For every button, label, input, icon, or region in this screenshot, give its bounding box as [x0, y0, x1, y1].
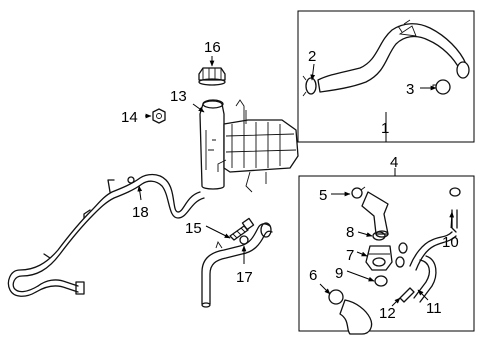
group-box-4 [298, 175, 475, 332]
callout-16: 16 [204, 39, 221, 56]
small-hose-10 [409, 187, 461, 271]
leader-lines [137, 56, 455, 307]
callout-6: 6 [309, 267, 317, 284]
callout-1: 1 [381, 120, 389, 137]
callout-15: 15 [185, 220, 202, 237]
overflow-hose-assembly [7, 173, 205, 297]
callout-17: 17 [236, 269, 253, 286]
inlet-pipe [361, 191, 389, 238]
clip-12 [399, 287, 415, 303]
callout-12: 12 [379, 305, 396, 322]
outlet-hose-6 [328, 289, 373, 335]
callout-11: 11 [426, 300, 442, 317]
callout-3: 3 [406, 81, 414, 98]
small-hose-11 [413, 255, 437, 303]
nut [152, 108, 166, 124]
callout-13: 13 [170, 88, 187, 105]
callout-18: 18 [132, 204, 149, 221]
hose-clamp-2 [302, 75, 317, 97]
bolt [229, 217, 255, 241]
callout-9: 9 [335, 265, 343, 282]
callout-5: 5 [319, 187, 327, 204]
seal-ring-8 [372, 231, 386, 241]
callout-10: 10 [442, 234, 459, 251]
hose-clamp-3 [432, 79, 451, 95]
callout-2: 2 [308, 48, 316, 65]
reservoir-cap [198, 67, 226, 86]
callout-8: 8 [346, 224, 354, 241]
thermostat-housing [365, 242, 408, 271]
callout-labels: 2 3 1 16 13 14 15 17 18 4 5 8 7 9 6 10 1… [121, 39, 459, 322]
callout-7: 7 [346, 247, 354, 264]
callout-14: 14 [121, 109, 138, 126]
coolant-reservoir [199, 99, 299, 193]
bypass-hose [201, 222, 273, 308]
hose-clamp-5 [351, 186, 366, 199]
callout-4: 4 [390, 154, 398, 171]
hose-clamp-9 [374, 275, 388, 287]
upper-hose [317, 19, 470, 93]
